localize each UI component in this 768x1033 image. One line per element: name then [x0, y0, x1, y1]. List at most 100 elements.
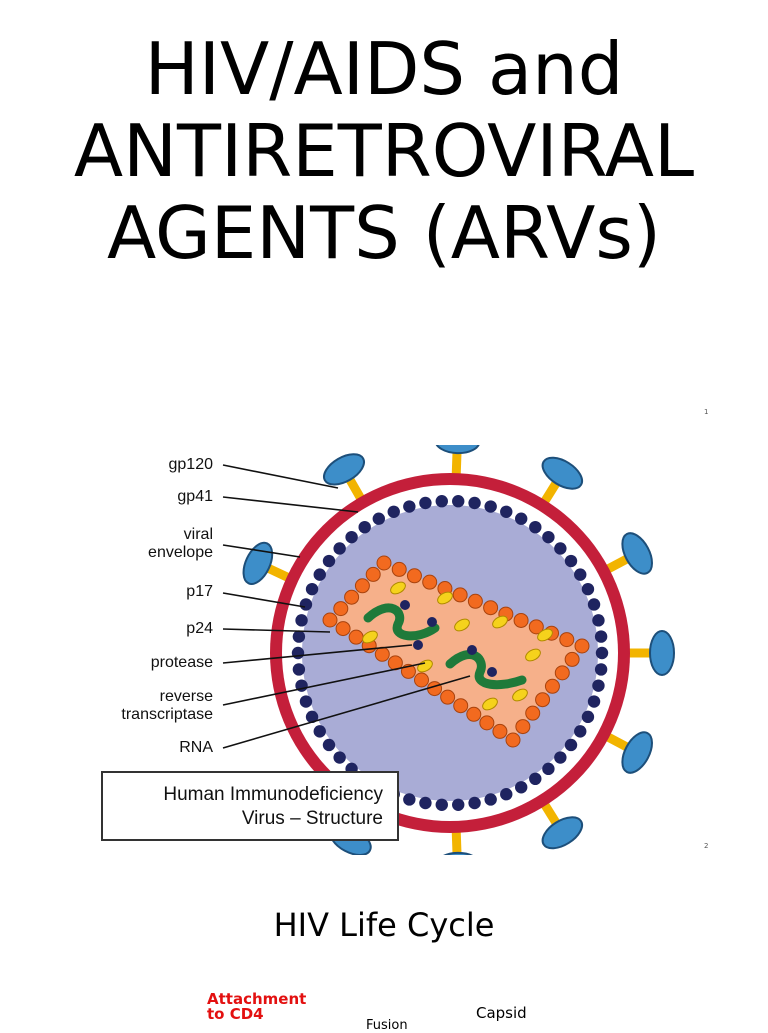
- matrix-bead: [542, 762, 555, 776]
- label-gp41: gp41: [177, 488, 213, 505]
- label-leader-lines: [222, 464, 471, 749]
- capsid-bead: [525, 705, 541, 721]
- matrix-bead: [587, 695, 601, 708]
- title-line-3: AGENTS (ARVs): [107, 191, 661, 275]
- matrix-bead: [514, 512, 528, 525]
- matrix-bead: [299, 695, 313, 708]
- label-viral-envelope-2: envelope: [148, 544, 213, 561]
- capsid-bead: [528, 619, 544, 635]
- rt-dot: [467, 645, 477, 655]
- enzyme-particles: [362, 581, 553, 711]
- matrix-bead: [292, 630, 306, 643]
- matrix-bead: [345, 530, 358, 544]
- label-reverse-transcriptase-2: transcriptase: [121, 706, 213, 723]
- page-number-2: 2: [704, 842, 709, 850]
- matrix-bead: [305, 582, 319, 596]
- slide-1: HIV/AIDS and ANTIRETROVIRAL AGENTS (ARVs…: [0, 0, 768, 400]
- matrix-bead: [403, 500, 416, 513]
- title-line-2: ANTIRETROVIRAL: [73, 109, 695, 193]
- label-reverse-transcriptase-1: reverse: [159, 688, 213, 705]
- matrix-bead: [358, 520, 371, 534]
- rna-strand-2: [445, 650, 527, 690]
- caption-line-2: Virus – Structure: [241, 808, 383, 829]
- matrix-bead: [594, 663, 608, 676]
- capsid-bead: [422, 574, 438, 590]
- matrix-bead: [292, 663, 306, 676]
- enzyme-particle: [512, 688, 528, 702]
- leader-protease: [222, 644, 413, 664]
- enzyme-particle: [454, 618, 470, 632]
- capsid-bead: [559, 632, 575, 648]
- matrix-bead: [564, 554, 578, 568]
- capsid-bead: [406, 568, 422, 584]
- matrix-bead: [333, 542, 346, 555]
- capsid-bead: [376, 555, 392, 571]
- capsid-bead: [554, 665, 570, 681]
- gp120-knob: [621, 731, 653, 774]
- rna-strands: [363, 600, 527, 690]
- matrix-bead: [435, 798, 448, 811]
- matrix-bead: [574, 725, 587, 738]
- leader-rna: [222, 675, 471, 749]
- matrix-bead: [594, 630, 608, 643]
- capsid-bead: [348, 629, 364, 645]
- capsid-bead: [467, 593, 483, 609]
- capsid-bead: [535, 692, 551, 708]
- capsid-bead: [452, 587, 468, 603]
- enzyme-particle: [492, 615, 508, 629]
- capsid-bead: [513, 612, 529, 628]
- gp120-knob: [434, 445, 481, 455]
- gp120-knob: [323, 453, 365, 486]
- gp41-stalk: [603, 731, 629, 751]
- diagram-caption: Human Immunodeficiency Virus – Structure: [101, 771, 399, 841]
- matrix-bead: [435, 495, 448, 508]
- matrix-bead: [500, 505, 513, 518]
- leader-gp41: [222, 496, 359, 513]
- matrix-bead: [592, 679, 605, 692]
- capsid-bead: [492, 723, 508, 739]
- matrix-bead: [403, 793, 416, 806]
- rna-strand-1: [363, 603, 440, 641]
- capsid-bead: [466, 706, 482, 722]
- capsid-bead: [515, 719, 531, 735]
- gp120-knob: [541, 816, 584, 850]
- matrix-bead: [291, 646, 305, 660]
- rt-dot: [487, 667, 497, 677]
- enzyme-particle: [525, 648, 541, 662]
- matrix-bead: [592, 614, 605, 627]
- leader-gp120: [222, 464, 339, 489]
- capsid-bead: [344, 589, 360, 605]
- leader-p24: [222, 628, 331, 633]
- gp120-knob: [649, 630, 675, 676]
- enzyme-particle: [362, 630, 378, 644]
- matrix-bead: [305, 710, 319, 724]
- matrix-bead: [313, 725, 326, 738]
- matrix-bead: [452, 495, 465, 508]
- capsid-bead: [322, 612, 338, 628]
- page-number-1: 1: [704, 408, 709, 416]
- gp120-knob: [434, 851, 481, 855]
- label-p24: p24: [186, 620, 213, 637]
- capsid-bead: [483, 600, 499, 616]
- matrix-bead: [468, 796, 481, 810]
- leader-envelope: [222, 544, 301, 558]
- label-protease: protease: [150, 654, 213, 671]
- matrix-bead: [419, 496, 432, 510]
- matrix-bead: [419, 796, 432, 810]
- capsid-bead: [479, 715, 495, 731]
- enzyme-particle: [437, 591, 453, 605]
- matrix-bead: [514, 781, 528, 794]
- step-attachment: Attachment to CD4: [207, 990, 307, 1023]
- matrix-bead: [484, 793, 497, 806]
- matrix-bead: [387, 505, 400, 518]
- capsid-bead: [365, 566, 381, 582]
- capsid-bead: [414, 672, 429, 688]
- matrix-bead: [542, 530, 555, 544]
- matrix-bead: [452, 798, 465, 811]
- step-fusion: Fusion: [366, 1018, 408, 1033]
- capsid-bead: [333, 601, 349, 617]
- matrix-bead: [322, 554, 336, 568]
- matrix-bead: [500, 788, 513, 801]
- matrix-bead: [372, 512, 386, 525]
- rt-dot: [413, 640, 423, 650]
